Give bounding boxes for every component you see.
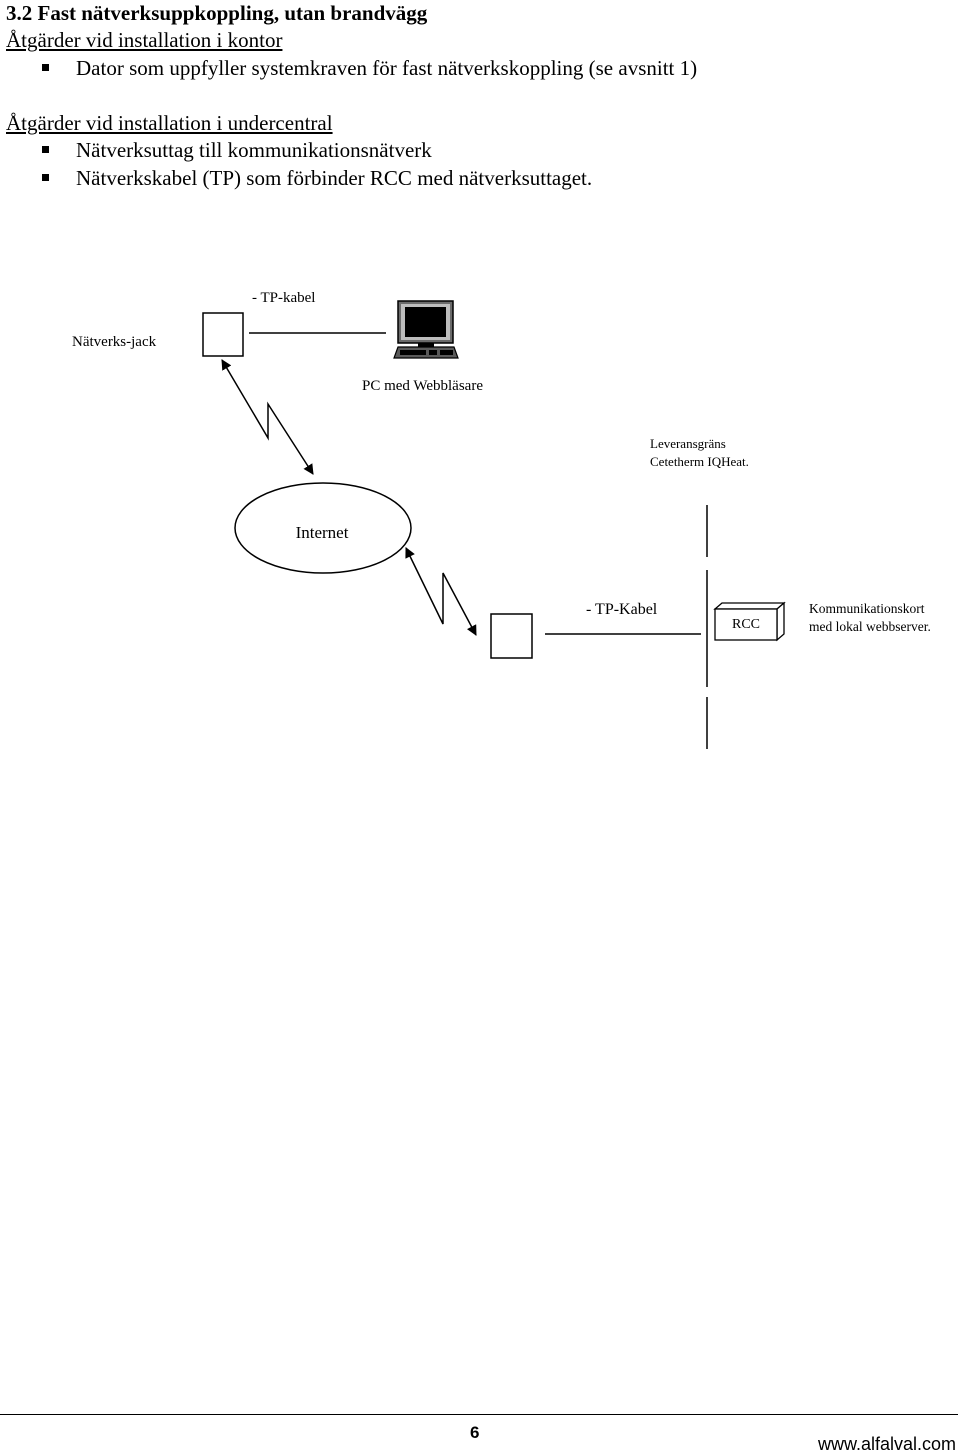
section-title: 3.2 Fast nätverksuppkoppling, utan brand… xyxy=(6,1,428,25)
substation-heading: Åtgärder vid installation i undercentral xyxy=(6,111,333,135)
computer-icon xyxy=(393,300,459,359)
internet-cloud xyxy=(234,482,412,574)
rcc-label: RCC xyxy=(732,617,760,632)
bullet-icon xyxy=(42,64,49,71)
network-jack-label: Nätverks-jack xyxy=(72,334,157,350)
boundary-label-line1: Leveransgräns xyxy=(650,436,726,451)
list-item-text: Nätverksuttag till kommunikationsnätverk xyxy=(76,138,432,162)
connection-bolt-top xyxy=(221,359,314,475)
footer-divider xyxy=(0,1414,958,1415)
page-number: 6 xyxy=(470,1423,480,1442)
tp-cable-top-label: - TP-kabel xyxy=(252,290,315,306)
card-label-line1: Kommunikationskort xyxy=(809,601,925,616)
network-jack-box xyxy=(202,312,244,357)
connection-bolt-bottom xyxy=(405,547,477,636)
rcc-unit xyxy=(713,601,786,642)
list-item-text: Dator som uppfyller systemkraven för fas… xyxy=(76,56,698,80)
pc-label: PC med Webbläsare xyxy=(362,378,483,394)
internet-label: Internet xyxy=(296,523,349,542)
card-label-line2: med lokal webbserver. xyxy=(809,619,931,634)
list-item-text: Nätverkskabel (TP) som förbinder RCC med… xyxy=(76,166,593,190)
bullet-icon xyxy=(42,146,49,153)
office-heading: Åtgärder vid installation i kontor xyxy=(6,28,283,52)
boundary-label-line2: Cetetherm IQHeat. xyxy=(650,454,749,469)
website-link[interactable]: www.alfalval.com xyxy=(817,1434,956,1454)
bullet-icon xyxy=(42,174,49,181)
tp-cable-bottom-label: - TP-Kabel xyxy=(586,601,658,618)
network-jack-box-lower xyxy=(490,613,533,659)
network-diagram: - TP-kabel Nätverks-jack PC med Webbläsa… xyxy=(72,290,931,749)
